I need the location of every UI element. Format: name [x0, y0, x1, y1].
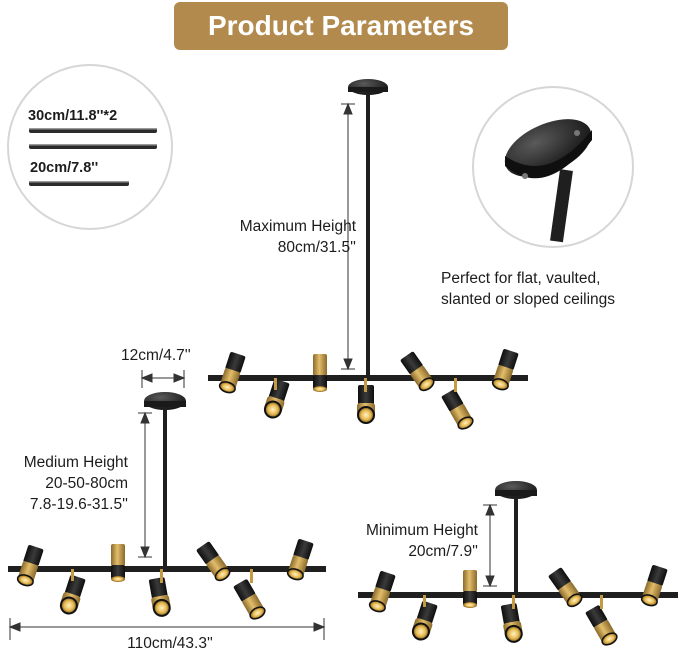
min-height-label: Minimum Height 20cm/7.9'' — [318, 520, 478, 562]
mount-caption-line2: slanted or sloped ceilings — [441, 291, 616, 308]
width-label: 110cm/43.3'' — [127, 635, 213, 652]
canopy-width-label: 12cm/4.7'' — [121, 347, 191, 364]
mount-caption: Perfect for flat, vaulted, slanted or sl… — [441, 268, 615, 310]
canopy-width-dimension — [140, 370, 186, 388]
medium-height-label: Medium Height 20-50-80cm 7.8-19.6-31.5'' — [0, 452, 128, 515]
medium-height-line2: 20-50-80cm — [45, 475, 128, 492]
fixture-min — [358, 481, 678, 649]
page-title: Product Parameters — [174, 2, 508, 50]
max-height-line1: Maximum Height — [239, 218, 356, 235]
max-height-line2: 80cm/31.5'' — [277, 239, 356, 256]
fixture-max — [208, 79, 528, 433]
rods-inset — [7, 64, 173, 230]
min-height-line1: Minimum Height — [366, 522, 478, 539]
fixture-medium — [8, 392, 326, 623]
min-height-dimension — [483, 503, 497, 588]
mount-caption-line1: Perfect for flat, vaulted, — [441, 270, 601, 287]
max-height-dimension — [341, 102, 355, 371]
rod-short-label: 20cm/7.8'' — [30, 160, 99, 176]
medium-height-dimension — [138, 411, 152, 559]
mount-inset — [472, 86, 634, 248]
max-height-label: Maximum Height 80cm/31.5'' — [196, 216, 356, 258]
medium-height-line3: 7.8-19.6-31.5'' — [29, 496, 128, 513]
min-height-line2: 20cm/7.9'' — [408, 543, 478, 560]
rod-long-label: 30cm/11.8''*2 — [28, 108, 118, 124]
width-dimension — [8, 618, 326, 640]
medium-height-line1: Medium Height — [23, 454, 128, 471]
